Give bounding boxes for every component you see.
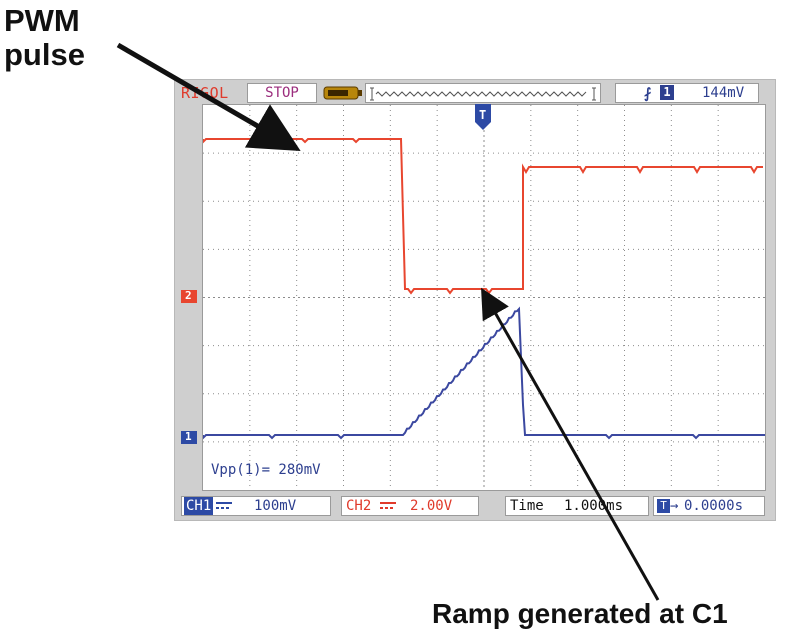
timebase-box[interactable]: Time 1.000ms bbox=[505, 496, 649, 516]
run-state-badge[interactable]: STOP bbox=[247, 83, 317, 103]
waveform-screen: Vpp(1)= 280mV bbox=[202, 104, 766, 491]
trigger-offset-icon: T bbox=[657, 499, 670, 513]
ch1-ground-marker[interactable]: 1 bbox=[181, 430, 197, 444]
trigger-source-badge: 1 bbox=[660, 85, 674, 100]
vpp-measurement: Vpp(1)= 280mV bbox=[211, 462, 321, 478]
trigger-info-box[interactable]: ⨏ 1 144mV bbox=[615, 83, 759, 103]
pwm-pulse-annotation: PWM pulse bbox=[4, 3, 85, 72]
dc-coupling-icon bbox=[380, 501, 396, 511]
waveform-memory-bar[interactable] bbox=[365, 83, 601, 103]
trigger-offset-value: 0.0000s bbox=[684, 498, 744, 514]
rising-edge-icon: ⨏ bbox=[644, 86, 652, 102]
ch1-scale: 100mV bbox=[254, 498, 297, 514]
ch1-marker-label: 1 bbox=[185, 430, 192, 443]
ch1-scale-box[interactable]: CH1 100mV bbox=[181, 496, 331, 516]
memory-depth-icon bbox=[323, 86, 363, 100]
time-label: Time bbox=[510, 498, 544, 514]
ch2-ground-marker[interactable]: 2 bbox=[181, 289, 197, 303]
ch2-label: CH2 bbox=[346, 498, 372, 514]
ch2-waveform bbox=[203, 138, 763, 295]
trigger-offset-box[interactable]: T → 0.0000s bbox=[653, 496, 765, 516]
trigger-marker-label: T bbox=[479, 108, 487, 122]
brand-logo: RIGOL bbox=[181, 84, 229, 102]
ch2-scale-box[interactable]: CH2 2.00V bbox=[341, 496, 479, 516]
trigger-level: 144mV bbox=[702, 85, 745, 101]
ch2-marker-label: 2 bbox=[185, 289, 192, 302]
ch1-label: CH1 bbox=[184, 497, 214, 515]
dc-coupling-icon bbox=[216, 501, 232, 511]
ramp-annotation: Ramp generated at C1 bbox=[432, 598, 728, 629]
ch2-scale: 2.00V bbox=[410, 498, 453, 514]
arrow-right-icon: → bbox=[670, 498, 679, 514]
oscilloscope-display: RIGOL STOP ⨏ 1 144mV bbox=[174, 79, 776, 521]
ch1-waveform bbox=[203, 306, 765, 440]
time-value: 1.000ms bbox=[564, 498, 624, 514]
